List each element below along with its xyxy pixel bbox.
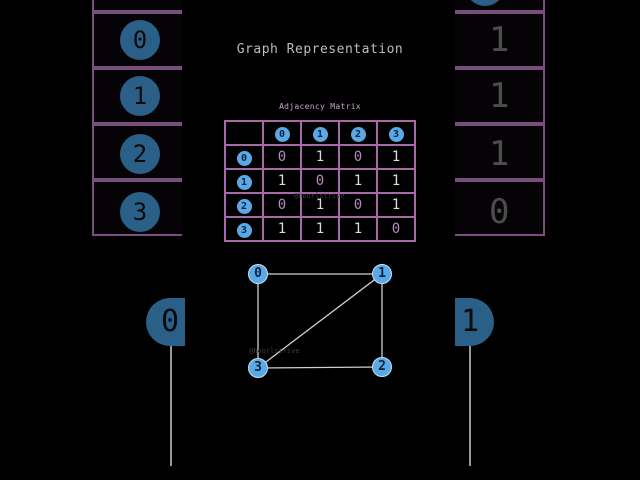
matrix-row-header: 3: [224, 216, 264, 242]
matrix-cell: 0: [338, 192, 378, 218]
col-node-icon: 0: [274, 126, 290, 142]
matrix-cell: 0: [300, 168, 340, 194]
matrix-cell: 1: [300, 192, 340, 218]
matrix-row: 3 1 1 1 0: [224, 216, 416, 242]
row-node-icon: 0: [236, 150, 252, 166]
matrix-col-header: 3: [376, 120, 416, 146]
matrix-row: 0 0 1 0 1: [224, 144, 416, 170]
matrix-row-header: 1: [224, 168, 264, 194]
matrix-row-header: 0: [224, 144, 264, 170]
matrix-corner-cell: [224, 120, 264, 146]
bg-digit: 1: [489, 20, 510, 60]
matrix-cell: 0: [262, 192, 302, 218]
bg-big-edge-left: [170, 346, 172, 466]
bg-cell: [455, 180, 545, 236]
edge-1-3: [257, 273, 383, 369]
col-node-icon: 2: [350, 126, 366, 142]
matrix-col-header: 2: [338, 120, 378, 146]
edge-2-3: [257, 366, 383, 369]
graph-node-3: 3: [248, 358, 268, 378]
bg-node: 2: [120, 134, 160, 174]
matrix-cell: 1: [338, 216, 378, 242]
matrix-cell: 0: [376, 216, 416, 242]
matrix-cell: 1: [376, 168, 416, 194]
bg-node: 1: [120, 76, 160, 116]
background-right-column: 1 1 1 0: [455, 0, 547, 480]
matrix-row: 1 1 0 1 1: [224, 168, 416, 194]
matrix-cell: 0: [262, 144, 302, 170]
matrix-cell: 0: [338, 144, 378, 170]
bg-big-node-right: 1: [455, 298, 494, 346]
watermark: @hoorlstrive: [249, 347, 300, 355]
bg-digit: 0: [489, 192, 510, 232]
matrix-cell: 1: [300, 216, 340, 242]
bg-cell: [92, 0, 182, 12]
matrix-cell: 1: [262, 216, 302, 242]
matrix-row: 2 0 1 0 1: [224, 192, 416, 218]
graph-node-0: 0: [248, 264, 268, 284]
col-node-icon: 1: [312, 126, 328, 142]
matrix-header-row: 0 1 2 3: [224, 120, 416, 146]
bg-cell: [455, 124, 545, 180]
matrix-cell: 1: [300, 144, 340, 170]
bg-node-fragment: [465, 0, 505, 6]
col-node-icon: 3: [388, 126, 404, 142]
bg-big-edge-right: [469, 346, 471, 466]
matrix-row-header: 2: [224, 192, 264, 218]
graph-node-1: 1: [372, 264, 392, 284]
matrix-cell: 1: [262, 168, 302, 194]
row-node-icon: 1: [236, 174, 252, 190]
watermark: @hoorlstrive: [294, 192, 345, 200]
row-node-icon: 3: [236, 222, 252, 238]
bg-cell: [455, 68, 545, 124]
row-node-icon: 2: [236, 198, 252, 214]
page-title: Graph Representation: [236, 42, 404, 57]
graph-node-2: 2: [372, 357, 392, 377]
matrix-title: Adjacency Matrix: [279, 102, 361, 111]
bg-node: 3: [120, 192, 160, 232]
bg-node: 0: [120, 20, 160, 60]
matrix-cell: 1: [376, 144, 416, 170]
matrix-col-header: 0: [262, 120, 302, 146]
matrix-cell: 1: [376, 192, 416, 218]
background-left-column: 0 1 2 3: [92, 0, 184, 480]
bg-big-node-left: 0: [146, 298, 185, 346]
bg-digit: 1: [489, 134, 510, 174]
matrix-col-header: 1: [300, 120, 340, 146]
bg-cell: [455, 12, 545, 68]
bg-digit: 1: [489, 76, 510, 116]
adjacency-matrix: 0 1 2 3 0 0 1 0 1 1 1 0 1 1 2 0 1 0 1 3 …: [224, 120, 416, 242]
matrix-cell: 1: [338, 168, 378, 194]
